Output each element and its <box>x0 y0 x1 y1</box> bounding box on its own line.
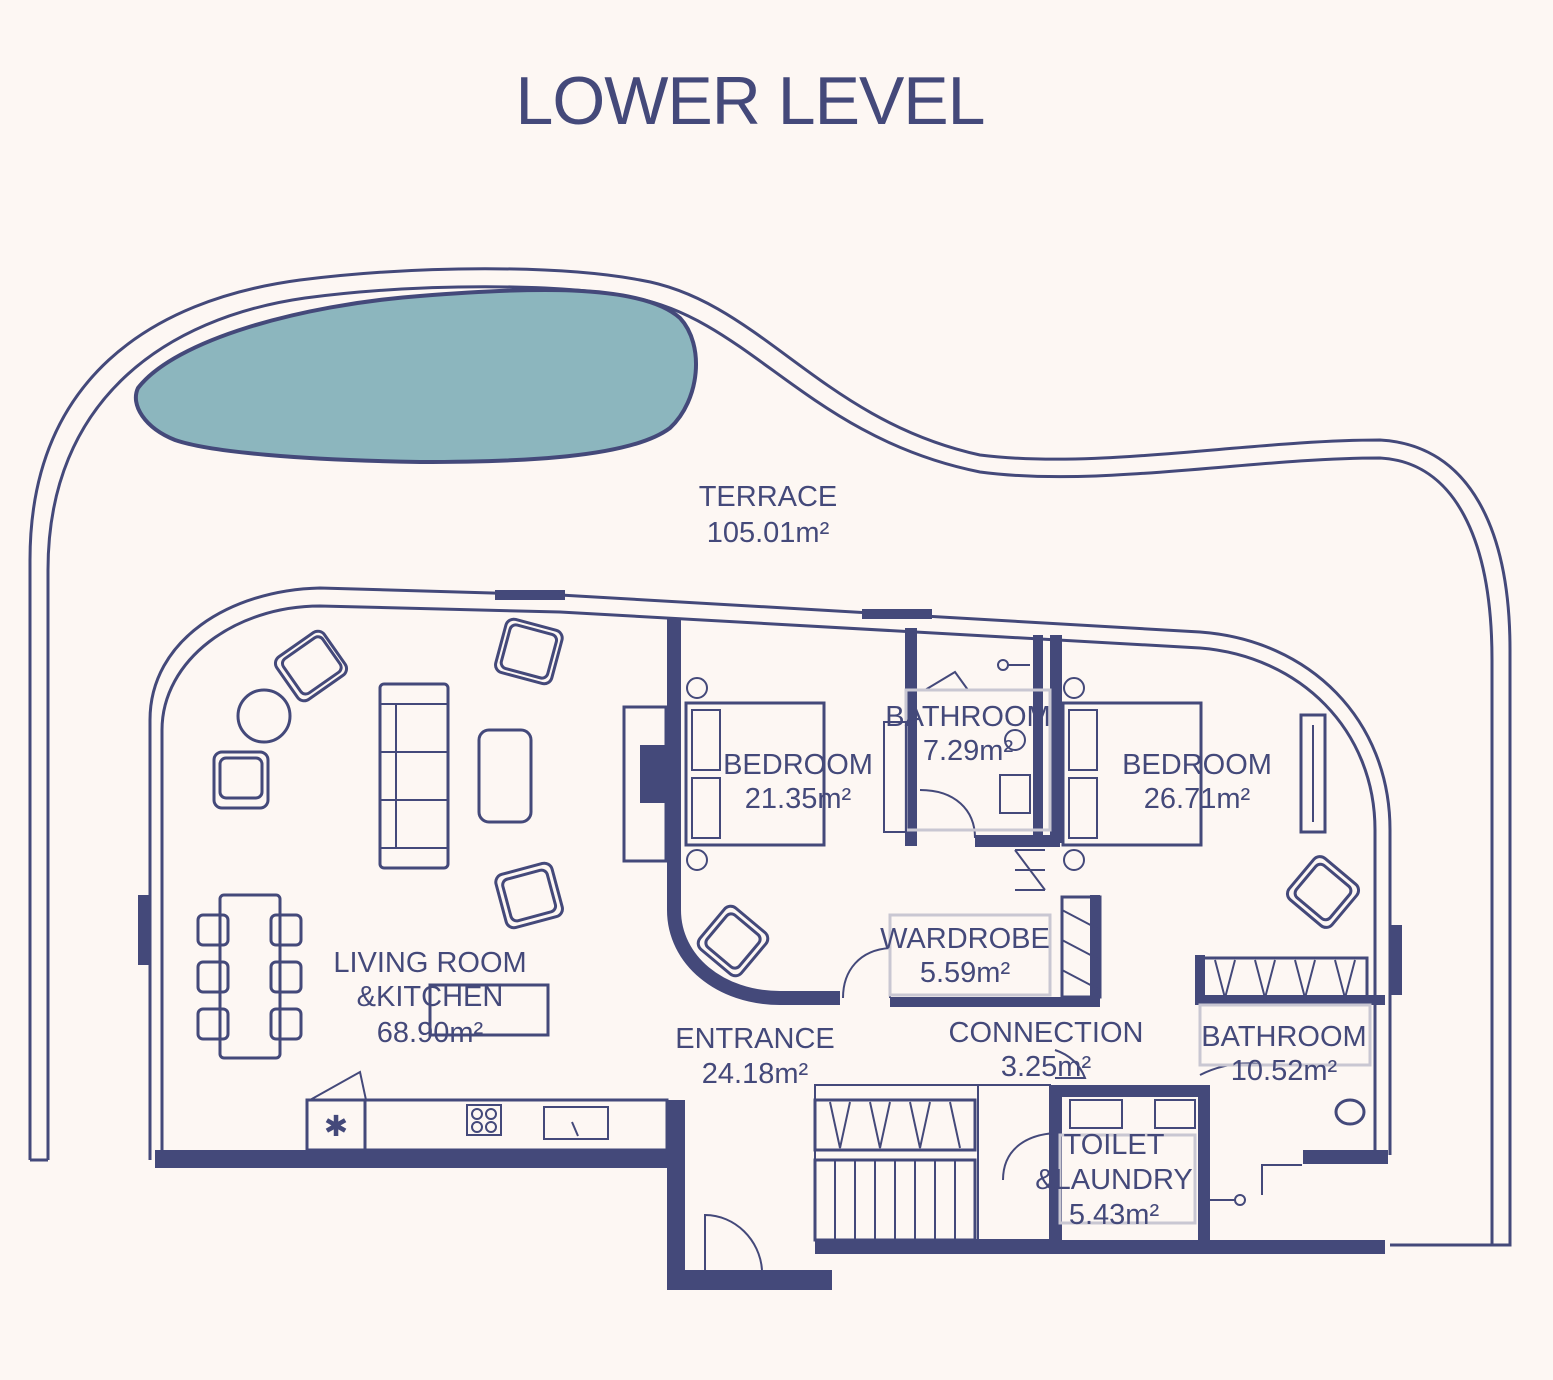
snowflake-icon: ✱ <box>324 1111 348 1143</box>
bedroom2-furniture <box>1061 677 1361 929</box>
living-label-1: LIVING ROOM <box>333 947 526 979</box>
toilet-label-1: TOILET <box>1064 1129 1165 1161</box>
toilet-laundry-fixtures <box>1058 1099 1246 1225</box>
toilet-label-2: &LAUNDRY <box>1035 1164 1192 1196</box>
room-labels: TERRACE 105.01m² LIVING ROOM &KITCHEN 68… <box>333 481 1366 1231</box>
kitchen-counter: ✱ <box>305 1098 669 1152</box>
bedroom1-label: BEDROOM <box>723 749 873 781</box>
terrace-label: TERRACE <box>699 481 838 513</box>
connection-area: 3.25m² <box>1001 1051 1092 1083</box>
pool <box>133 287 698 465</box>
entrance-label: ENTRANCE <box>675 1023 835 1055</box>
bedroom1-furniture <box>622 677 826 978</box>
bathroom1-fixtures <box>883 659 1052 833</box>
living-label-2: &KITCHEN <box>357 981 504 1013</box>
bathroom2-fixtures <box>1198 1003 1372 1126</box>
bedroom2-label: BEDROOM <box>1122 749 1272 781</box>
entrance-area: 24.18m² <box>702 1058 809 1090</box>
wardrobe-storage <box>813 849 1369 1242</box>
toilet-area: 5.43m² <box>1069 1199 1160 1231</box>
page-title: LOWER LEVEL <box>515 63 986 139</box>
bedroom1-area: 21.35m² <box>745 783 852 815</box>
bathroom2-label: BATHROOM <box>1201 1021 1366 1053</box>
connection-label: CONNECTION <box>949 1017 1144 1049</box>
bathroom1-label: BATHROOM <box>885 701 1050 733</box>
building-walls <box>138 586 1402 1290</box>
wardrobe-label: WARDROBE <box>880 923 1050 955</box>
living-room-furniture <box>196 617 564 1060</box>
bathroom1-area: 7.29m² <box>923 735 1014 767</box>
terrace-area: 105.01m² <box>707 517 830 549</box>
bedroom2-area: 26.71m² <box>1144 783 1251 815</box>
terrace-boundary <box>28 267 1512 1247</box>
wardrobe-area: 5.59m² <box>920 957 1011 989</box>
living-area: 68.90m² <box>377 1017 484 1049</box>
bathroom2-area: 10.52m² <box>1231 1055 1338 1087</box>
